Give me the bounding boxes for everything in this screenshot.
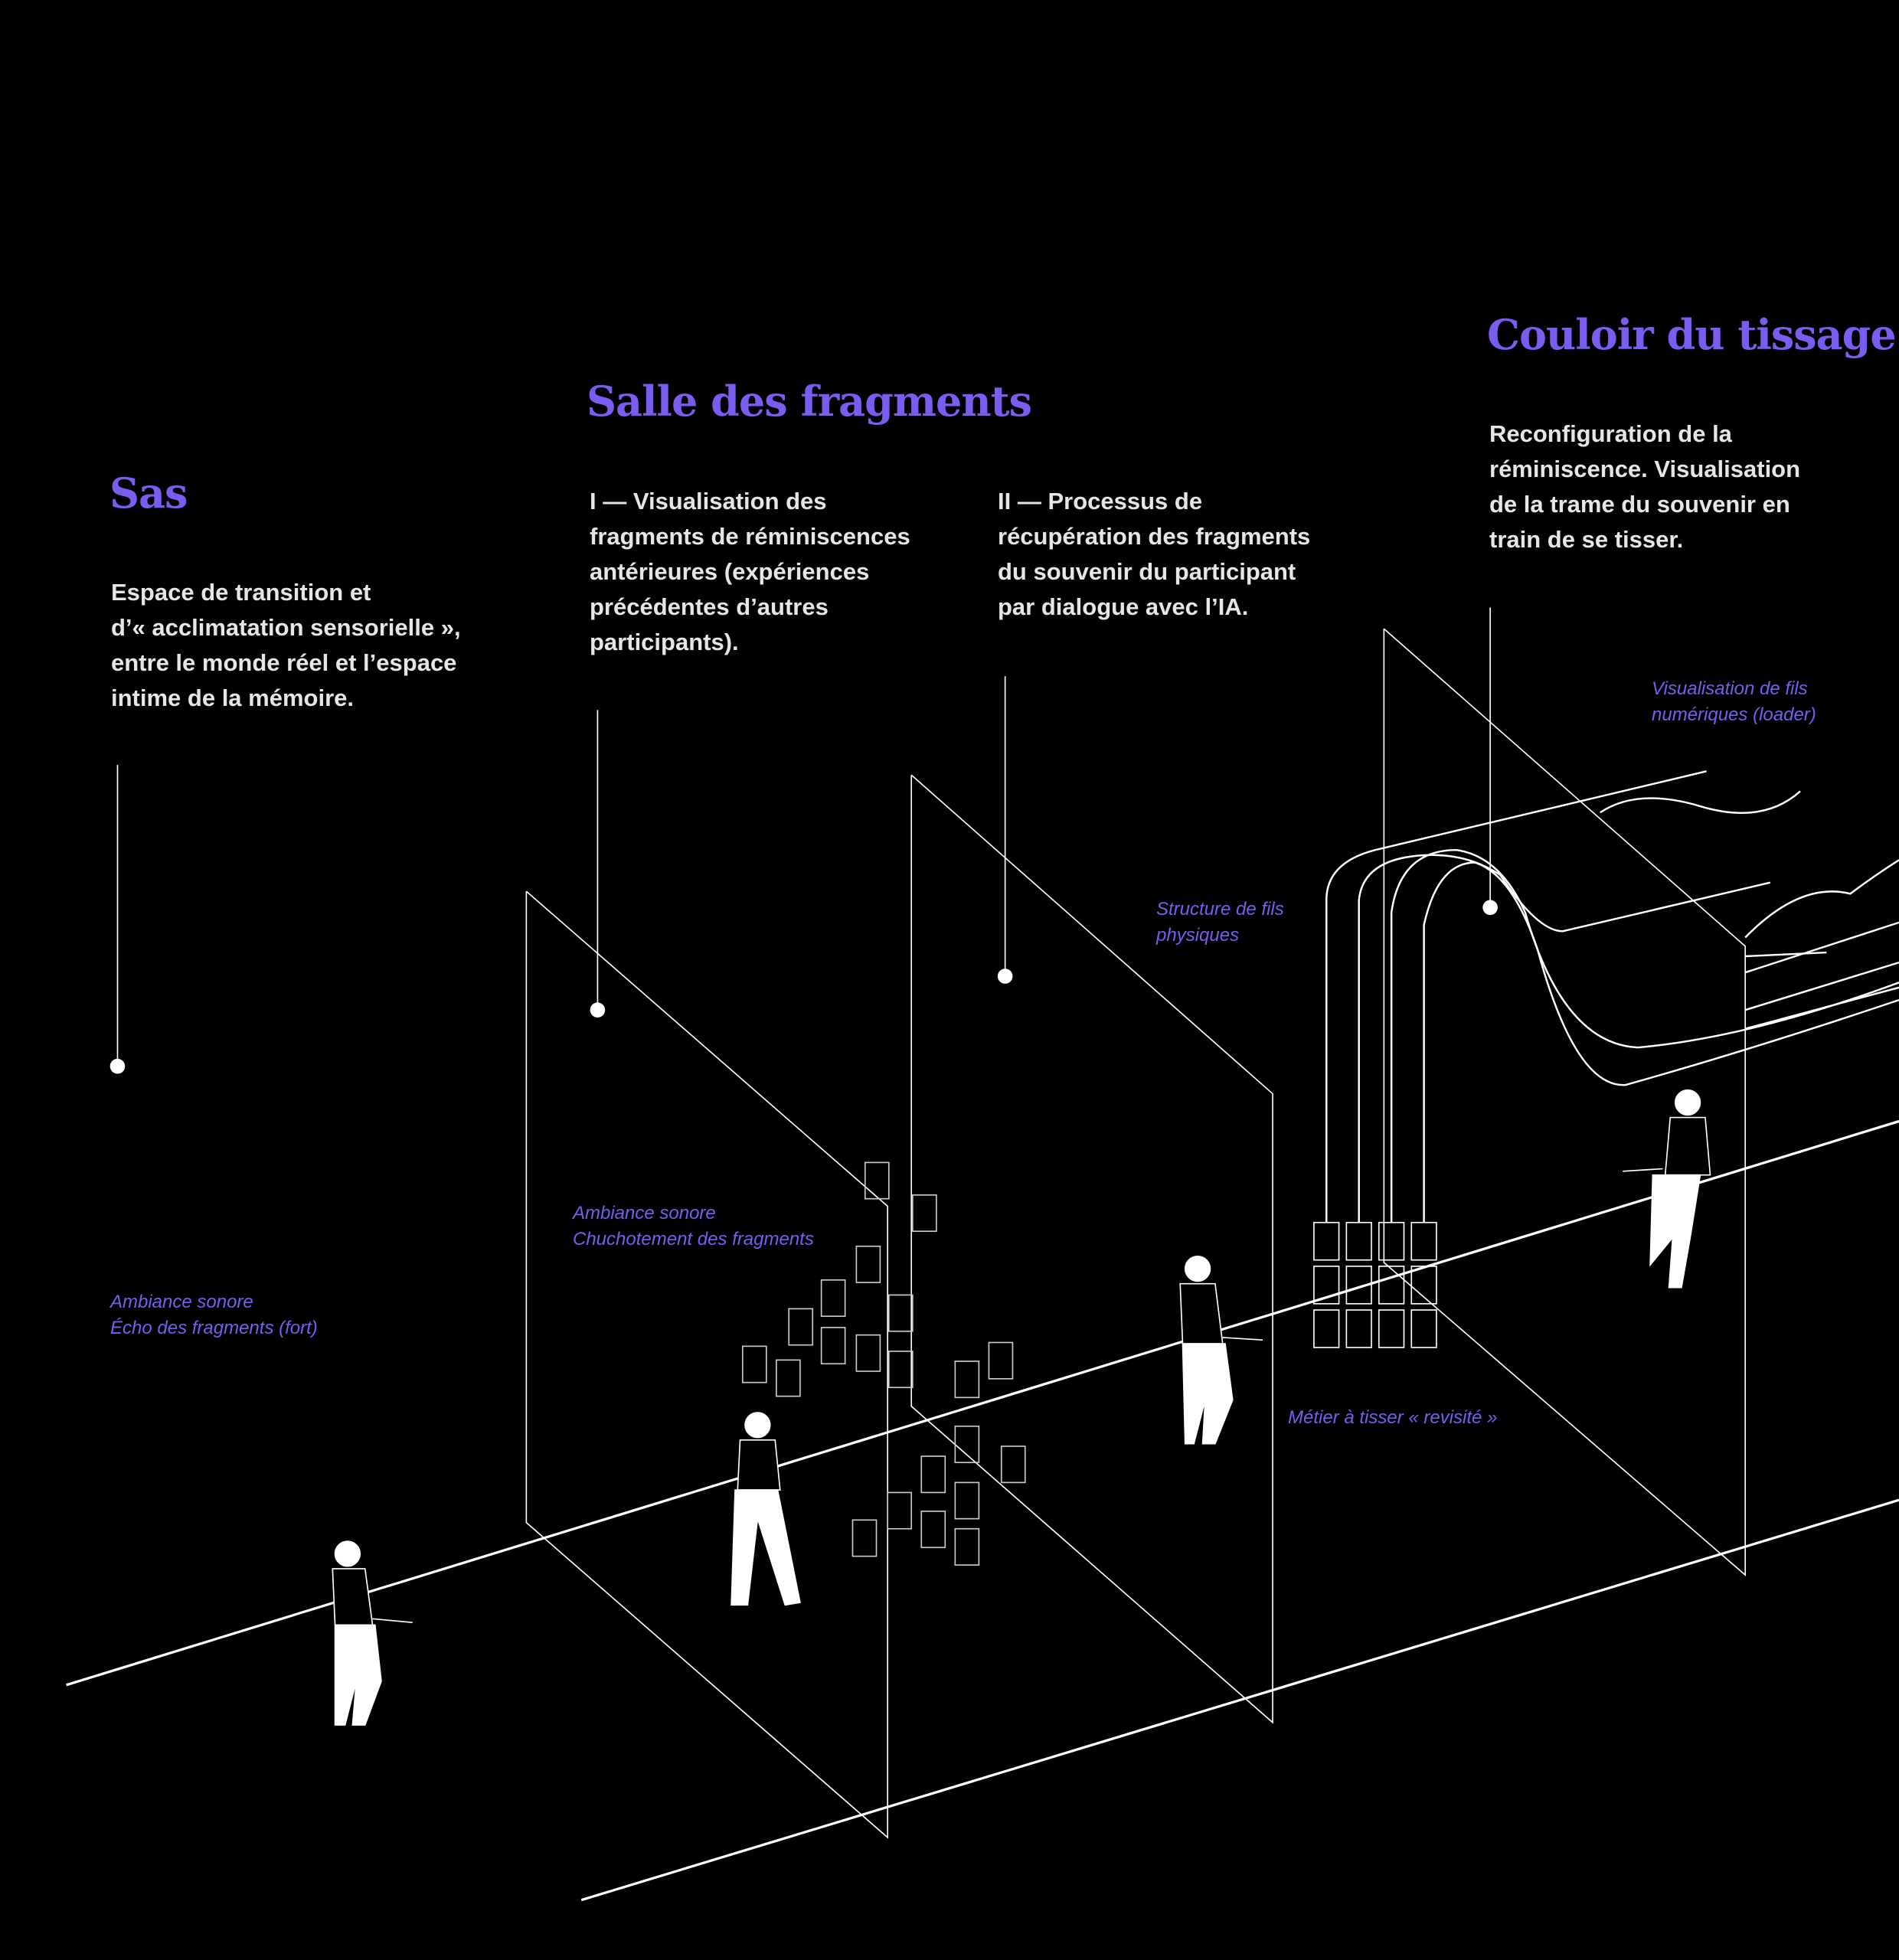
label-ambiance-salle: Ambiance sonore Chuchotement des fragmen… <box>573 1200 814 1253</box>
section-title-couloir: Couloir du tissage <box>1487 310 1897 359</box>
floor-edge-line <box>580 1498 1899 1902</box>
person-figure <box>1623 1089 1711 1289</box>
section-title-sas: Sas <box>109 469 188 518</box>
text-line: physiques <box>1156 925 1240 946</box>
label-fils-physiques: Structure de fils physiques <box>1156 897 1284 949</box>
label-fils-numeriques: Visualisation de fils numériques (loader… <box>1652 676 1816 728</box>
fragment-squares <box>741 1161 1026 1566</box>
panel-2 <box>910 774 1273 1724</box>
pointer-part2 <box>997 676 1013 984</box>
text-line: entre le monde réel et l’espace <box>111 649 457 676</box>
text-line: numériques (loader) <box>1652 704 1816 725</box>
couloir-description: Reconfiguration de la réminiscence. Visu… <box>1489 416 1800 557</box>
text-line: antérieures (expériences <box>590 558 870 585</box>
text-line: Reconfiguration de la <box>1489 420 1732 447</box>
text-line: de la trame du souvenir en <box>1489 491 1790 518</box>
panel-1 <box>525 890 888 1839</box>
salle-part2-description: II — Processus de récupération des fragm… <box>998 484 1310 625</box>
text-line: Écho des fragments (fort) <box>110 1318 318 1338</box>
text-line: du souvenir du participant <box>998 558 1296 585</box>
text-line: récupération des fragments <box>998 523 1311 550</box>
text-line: Chuchotement des fragments <box>573 1229 814 1250</box>
pointer-couloir <box>1482 607 1498 916</box>
text-line: I — Visualisation des <box>590 488 827 514</box>
text-line: train de se tisser. <box>1489 526 1684 553</box>
loom-grid <box>1313 1221 1437 1348</box>
label-ambiance-sas: Ambiance sonore Écho des fragments (fort… <box>110 1289 318 1341</box>
panel-3 <box>1383 628 1746 1576</box>
text-line: Espace de transition et <box>111 579 371 606</box>
person-figure <box>1179 1256 1263 1445</box>
salle-part1-description: I — Visualisation des fragments de rémin… <box>590 484 910 660</box>
text-line: fragments de réminiscences <box>590 523 910 550</box>
text-line: intime de la mémoire. <box>111 684 354 711</box>
physical-threads <box>1325 770 1899 1223</box>
text-line: Ambiance sonore <box>573 1203 716 1223</box>
text-line: réminiscence. Visualisation <box>1489 456 1801 482</box>
pointer-sas <box>109 765 126 1074</box>
text-line: Ambiance sonore <box>110 1292 253 1312</box>
text-line: d’« acclimatation sensorielle », <box>111 614 461 641</box>
pointer-part1 <box>590 710 606 1018</box>
text-line: participants). <box>590 629 739 655</box>
text-line: II — Processus de <box>998 488 1203 514</box>
text-line: Visualisation de fils <box>1652 678 1808 699</box>
text-line: par dialogue avec l’IA. <box>998 593 1249 620</box>
text-line: Métier à tisser « revisité » <box>1288 1407 1498 1428</box>
label-metier: Métier à tisser « revisité » <box>1288 1405 1497 1431</box>
person-figure <box>731 1412 801 1606</box>
section-title-salle: Salle des fragments <box>587 377 1032 426</box>
text-line: Structure de fils <box>1156 899 1284 920</box>
path-line <box>66 1119 1899 1687</box>
sas-description: Espace de transition et d’« acclimatatio… <box>111 575 461 716</box>
digital-threads <box>1600 790 1899 1030</box>
text-line: précédentes d’autres <box>590 593 829 620</box>
person-figure <box>332 1540 413 1726</box>
